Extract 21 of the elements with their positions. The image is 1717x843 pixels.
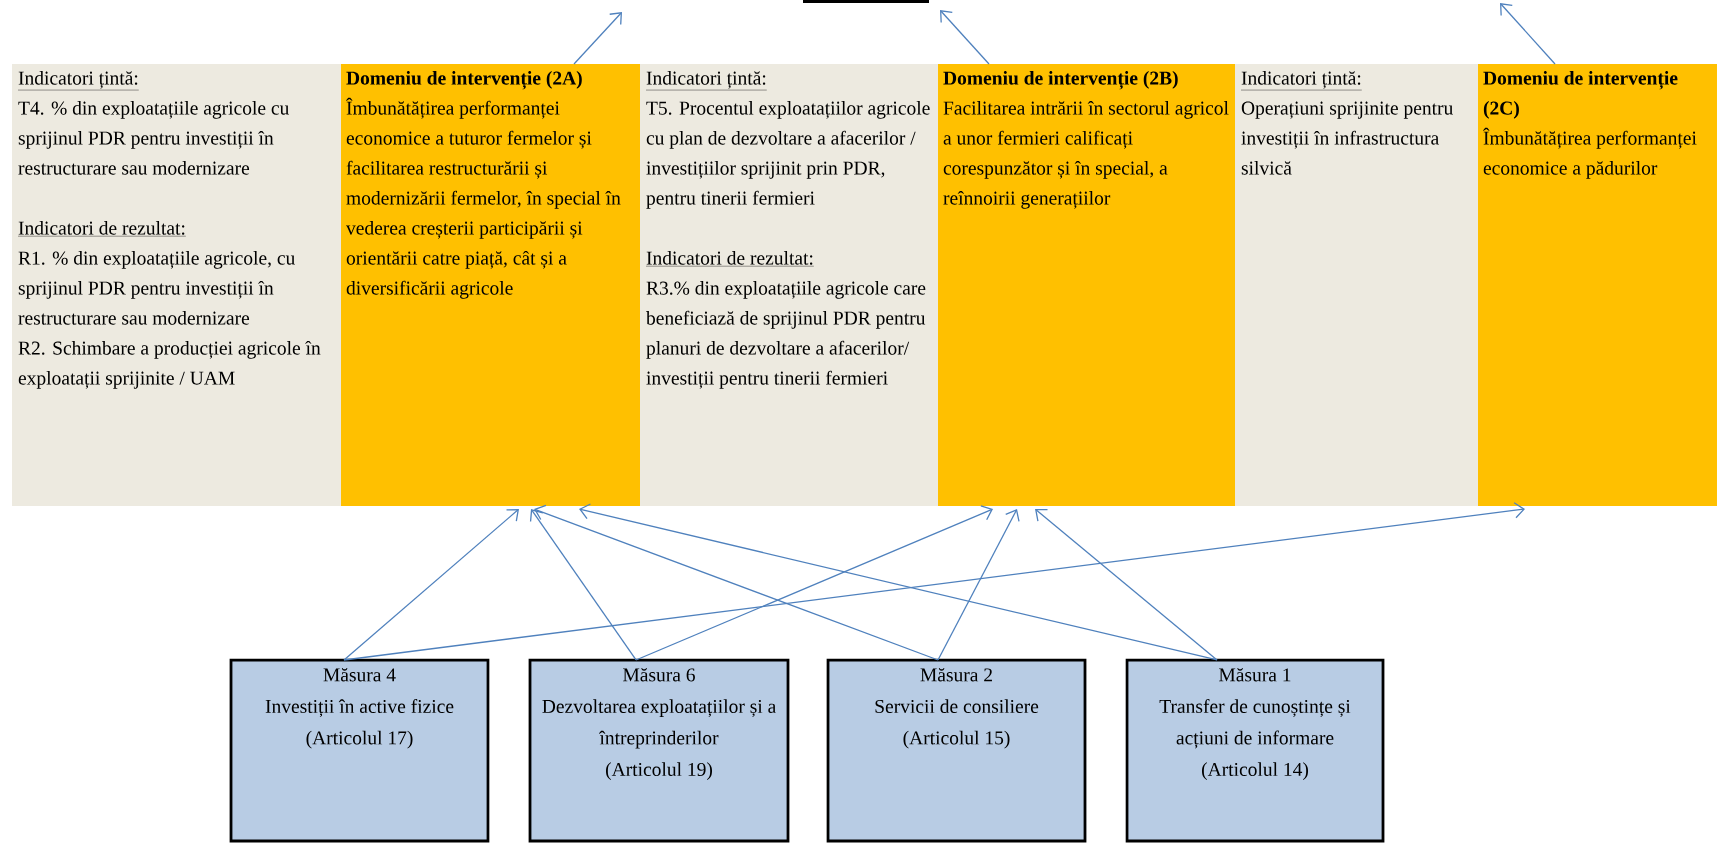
arrow bbox=[529, 509, 637, 661]
measure-box: Măsura 4 Investiții în active fizice (Articolul 17) bbox=[229, 658, 490, 843]
indicator-panel: Indicatori țintă: T4. % din exploatațiile agricole cu sprijinul PDR pentru investiții în restructurare sau modernizare Indicatori de rezultat: R1. % din exploatațiile agricole, cu sprijinul PDR pentru investiții în restructurare sau modernizare R2. Schimbare a producției agricole în exploatații sprijinite / UAM bbox=[12, 64, 341, 506]
measure-box: Măsura 6 Dezvoltarea exploatațiilor și a întreprinderilor (Articolul 19) bbox=[528, 658, 790, 843]
arrow bbox=[940, 10, 990, 65]
arrow bbox=[635, 505, 993, 661]
arrow bbox=[1500, 3, 1556, 65]
domain-panel: Domeniu de intervenție (2B) Facilitarea intrării în sectorul agricol a unor fermieri calificați corespunzător și în special, a reînnoirii generațiilor bbox=[938, 64, 1235, 506]
arrow bbox=[1035, 508, 1218, 661]
arrow bbox=[573, 12, 622, 65]
arrow bbox=[534, 504, 939, 661]
indicator-panel: Indicatori țintă: Operațiuni sprijinite pentru investiții în infrastructura silvică bbox=[1235, 64, 1478, 506]
domain-panel: Domeniu de intervenție (2C) Îmbunătățirea performanței economice a pădurilor bbox=[1478, 64, 1717, 506]
indicator-panel: Indicatori țintă: T5. Procentul exploatațiilor agricole cu plan de dezvoltare a afacerilor / investițiilor sprijinit prin PDR, pentru tinerii fermieri Indicatori de rezultat: R3.% din exploatațiile agricole care beneficiază de sprijinul PDR pentru planuri de dezvoltare a afacerilor/ investiții pentru tinerii fermieri bbox=[640, 64, 938, 506]
arrow bbox=[937, 509, 1020, 661]
domain-panel: Domeniu de intervenție (2A) Îmbunătățirea performanței economice a tuturor fermelor și facilitarea restructurării și modernizării fermelor, în special în vederea creșterii participării și orientării catre piață, cât și a diversificării agricole bbox=[341, 64, 640, 506]
arrow bbox=[343, 502, 1525, 661]
measure-box: Măsura 2 Servicii de consiliere (Articolul 15) bbox=[826, 658, 1087, 843]
arrow bbox=[579, 503, 1218, 661]
arrow bbox=[343, 509, 519, 661]
measure-box: Măsura 1 Transfer de cunoștințe și acțiuni de informare (Articolul 14) bbox=[1125, 658, 1385, 843]
